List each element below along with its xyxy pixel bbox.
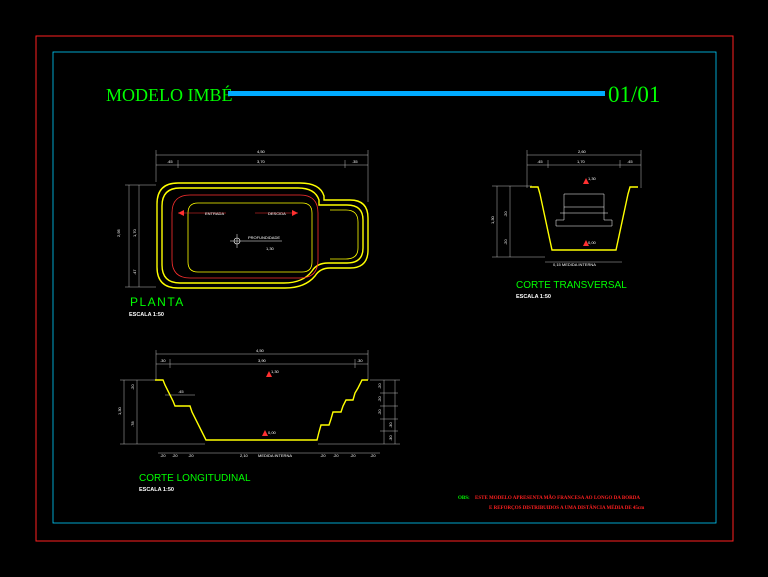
transversal-dim-left: .45 bbox=[537, 159, 543, 164]
plan-label-profundidade: PROFUNDIDADE bbox=[248, 235, 280, 240]
longitudinal-section: 4,50 .30 3,90 .30 1,30 .78 .20 .45 .20 .… bbox=[117, 348, 400, 493]
transversal-side-dim-a: .20 bbox=[503, 211, 508, 217]
transversal-overall-dim: 2,60 bbox=[578, 149, 587, 154]
transversal-dim-mid: 1,70 bbox=[577, 159, 586, 164]
plan-overall-dim: 4,50 bbox=[257, 149, 266, 154]
longitudinal-dim-right: .30 bbox=[357, 358, 363, 363]
longitudinal-bottom-dim-2: .20 bbox=[188, 453, 194, 458]
plan-view: 4,50 .45 3,70 .35 2,95 1,70 .47 ENTRADA … bbox=[116, 149, 369, 318]
longitudinal-left-dim-a: .78 bbox=[130, 421, 135, 427]
sheet-title: MODELO IMBÉ bbox=[106, 84, 233, 105]
plan-side-dim-total: 2,95 bbox=[116, 228, 121, 237]
plan-label-depth: 1,30 bbox=[266, 246, 275, 251]
plan-side-dim-low: .47 bbox=[132, 269, 137, 275]
transversal-side-dim-total: 1,30 bbox=[490, 215, 495, 224]
plan-dim-right: .35 bbox=[352, 159, 358, 164]
transversal-title: CORTE TRANSVERSAL bbox=[516, 280, 627, 291]
longitudinal-scale: ESCALA 1:50 bbox=[139, 487, 174, 493]
longitudinal-bottom-dim-3: 2,10 bbox=[240, 453, 249, 458]
longitudinal-bottom-dim-7: .20 bbox=[370, 453, 376, 458]
transversal-level-top: 1,30 bbox=[588, 176, 597, 181]
plan-scale: ESCALA 1:50 bbox=[129, 312, 164, 318]
longitudinal-right-dim-4: .30 bbox=[388, 435, 393, 441]
plan-label-descida: DESCIDA bbox=[268, 211, 286, 216]
outer-frame bbox=[35, 35, 734, 542]
transversal-scale: ESCALA 1:50 bbox=[516, 294, 551, 300]
plan-side-dim-mid: 1,70 bbox=[132, 228, 137, 237]
longitudinal-right-dim-3: .30 bbox=[388, 422, 393, 428]
transversal-dim-right: .45 bbox=[627, 159, 633, 164]
longitudinal-inner-dim: .45 bbox=[178, 389, 184, 394]
plan-dim-mid: 3,70 bbox=[257, 159, 266, 164]
sheet-number: 01/01 bbox=[608, 82, 660, 107]
transversal-bottom-label: 0,15 MEDIDA INTERNA bbox=[553, 262, 596, 267]
longitudinal-right-dim-2: .20 bbox=[377, 409, 382, 415]
longitudinal-right-dim-0: .20 bbox=[377, 383, 382, 389]
longitudinal-left-dim-total: 1,30 bbox=[117, 406, 122, 415]
longitudinal-overall-dim: 4,50 bbox=[256, 348, 265, 353]
longitudinal-bottom-dim-5: .20 bbox=[333, 453, 339, 458]
longitudinal-bottom-dim-0: .20 bbox=[160, 453, 166, 458]
plan-label-entrada: ENTRADA bbox=[205, 211, 224, 216]
longitudinal-level-bottom: 0,00 bbox=[268, 430, 277, 435]
transversal-side-dim-b: .20 bbox=[503, 239, 508, 245]
transversal-section: 2,60 .45 1,70 .45 1,30 .20 .20 1,30 0,00… bbox=[490, 149, 642, 300]
longitudinal-dim-left: .30 bbox=[160, 358, 166, 363]
plan-title: PLANTA bbox=[130, 295, 185, 309]
longitudinal-bottom-label: MEDIDA INTERNA bbox=[258, 453, 292, 458]
note-line-1: ESTE MODELO APRESENTA MÃO FRANCESA AO LO… bbox=[475, 495, 640, 501]
note-block: OBS: ESTE MODELO APRESENTA MÃO FRANCESA … bbox=[458, 495, 645, 511]
plan-dim-left: .45 bbox=[167, 159, 173, 164]
longitudinal-dim-mid: 3,90 bbox=[258, 358, 267, 363]
longitudinal-bottom-dim-1: .20 bbox=[172, 453, 178, 458]
longitudinal-level-top: 1,30 bbox=[271, 369, 280, 374]
note-prefix: OBS: bbox=[458, 496, 470, 501]
note-line-2: E REFORÇOS DISTRIBUIDOS A UMA DISTÂNCIA … bbox=[489, 505, 645, 511]
longitudinal-bottom-dim-6: .20 bbox=[350, 453, 356, 458]
transversal-level-bottom: 0,00 bbox=[588, 240, 597, 245]
longitudinal-bottom-dim-4: .20 bbox=[320, 453, 326, 458]
longitudinal-title: CORTE LONGITUDINAL bbox=[139, 473, 251, 484]
longitudinal-left-dim-b: .20 bbox=[130, 384, 135, 390]
longitudinal-right-dim-1: .20 bbox=[377, 396, 382, 402]
title-bar bbox=[228, 91, 605, 96]
inner-frame bbox=[52, 51, 717, 524]
